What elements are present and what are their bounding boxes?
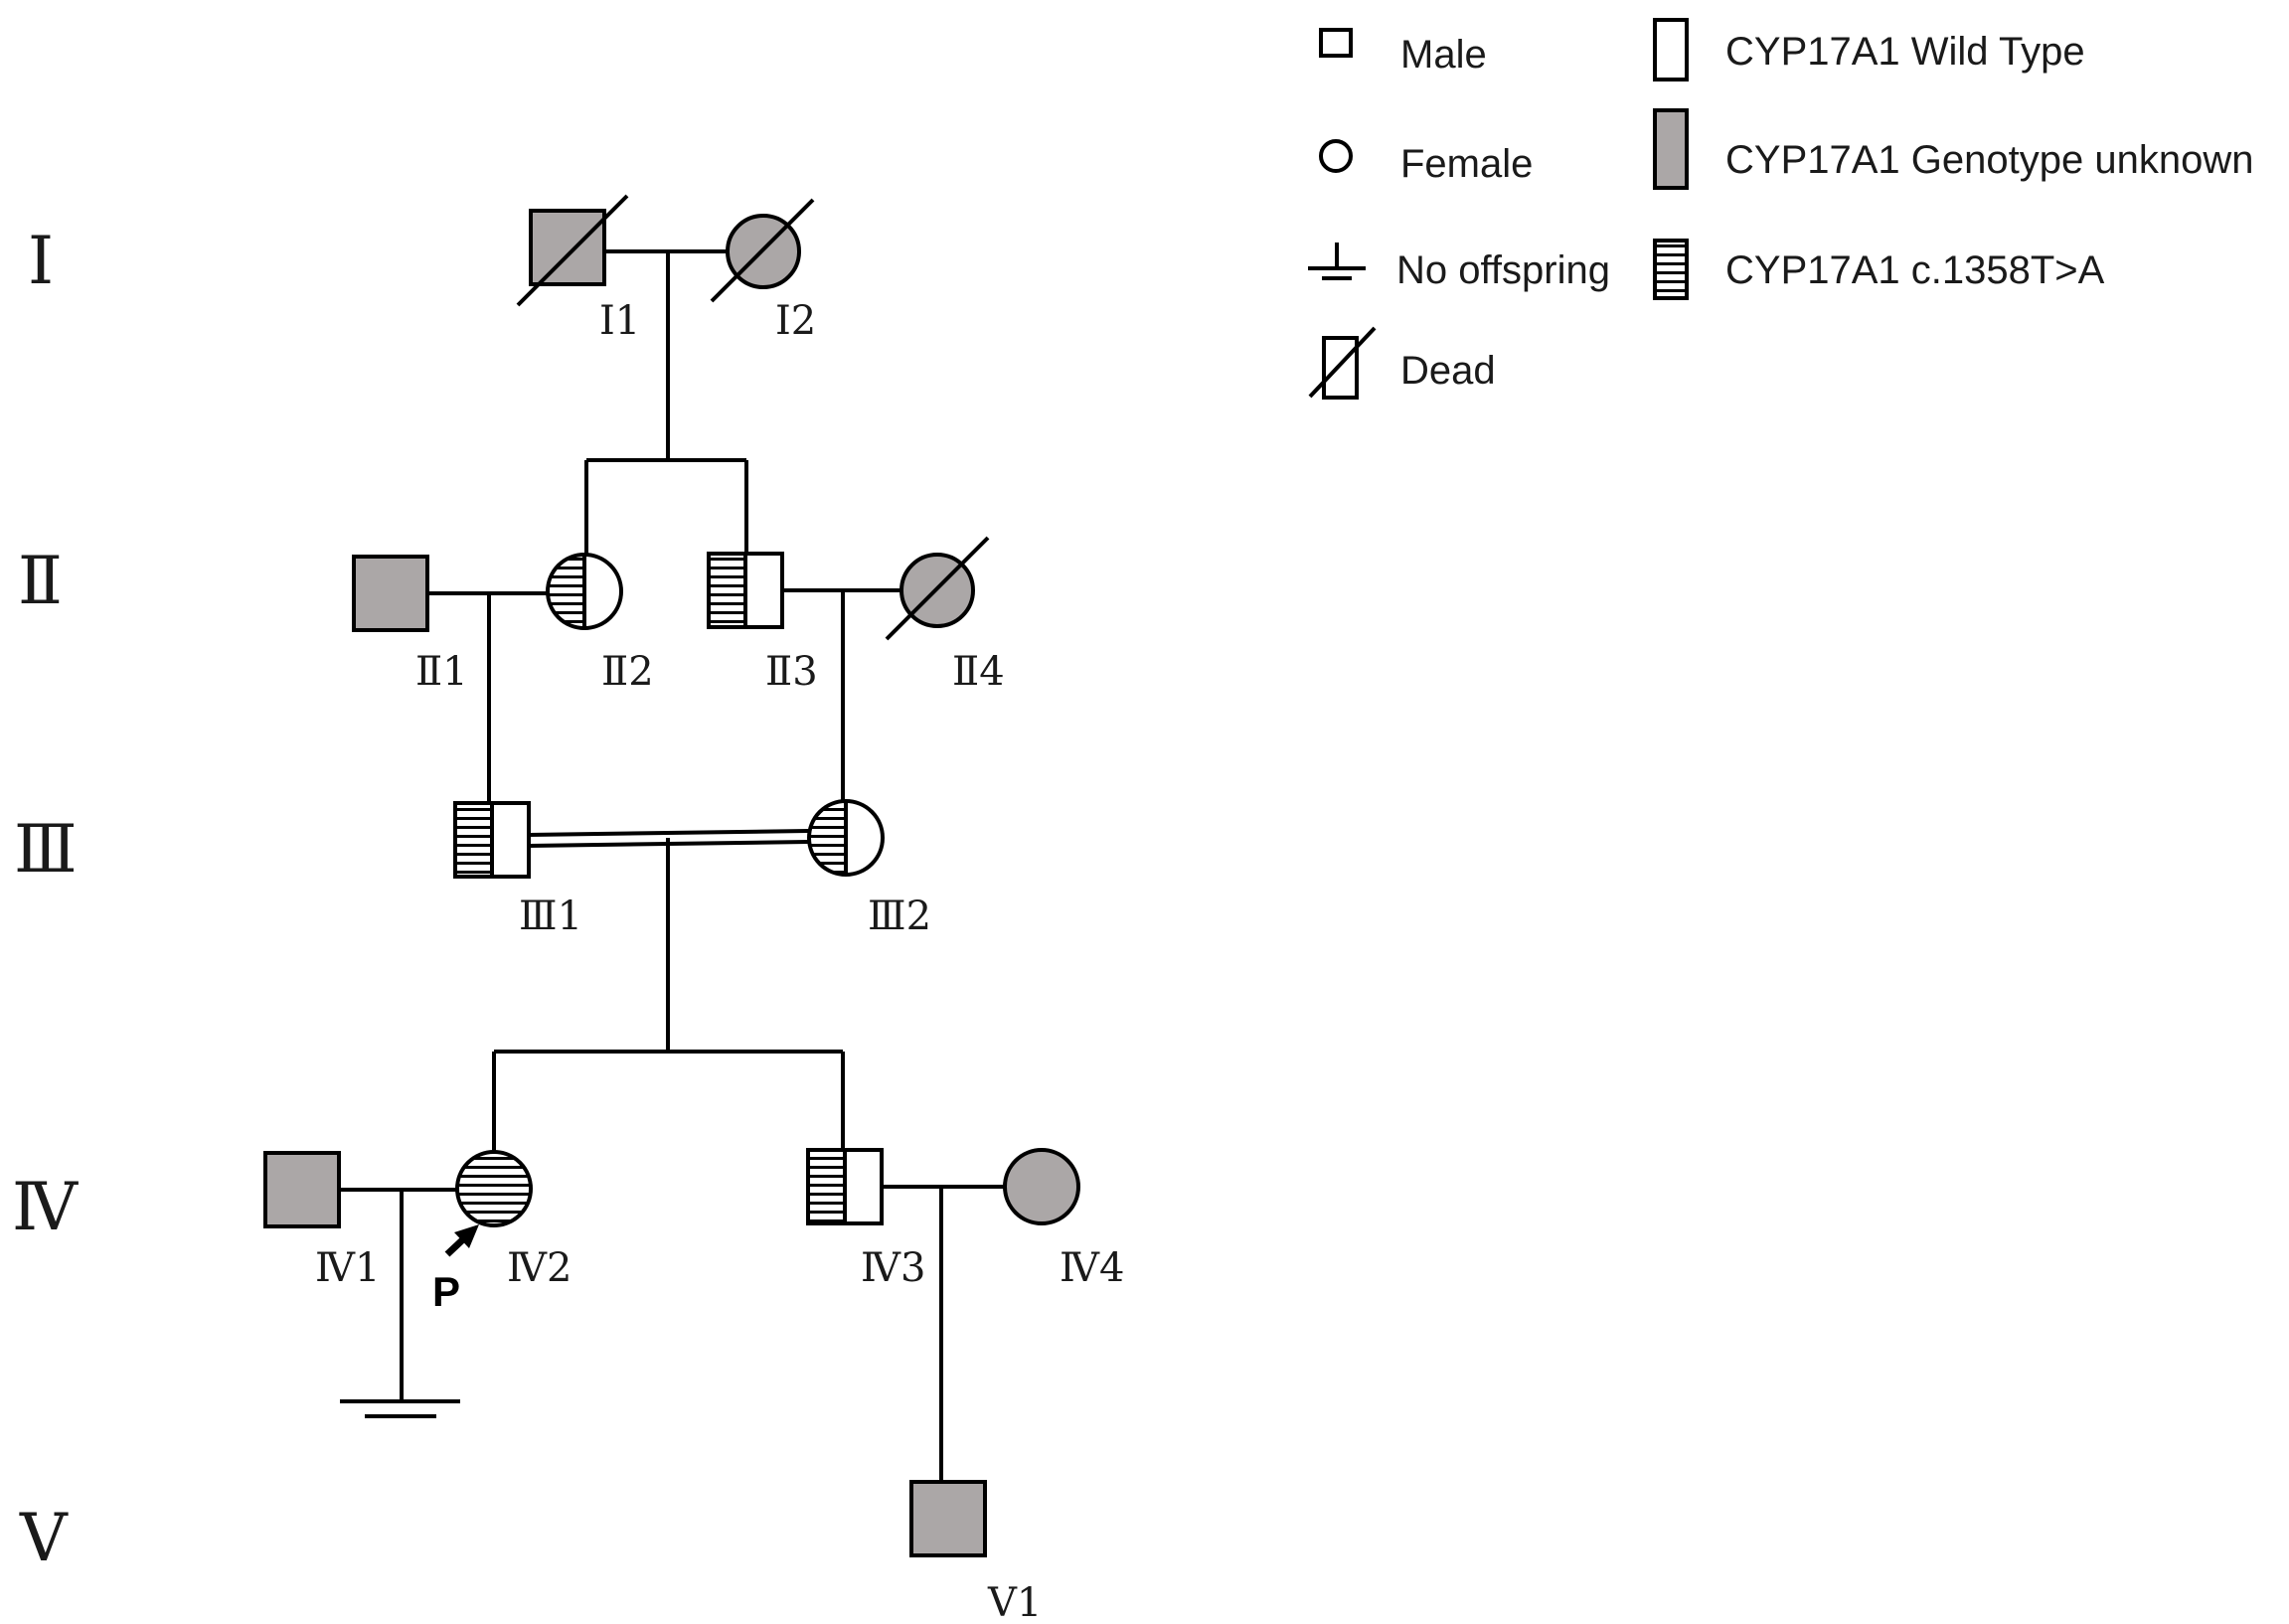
deceased-slash (885, 536, 990, 641)
legend: Male Female No offspring Dead CYP17A1 Wi… (1308, 18, 2253, 400)
outline (546, 553, 623, 630)
outline (806, 1148, 884, 1225)
deceased-slash (516, 194, 629, 307)
individual-iii2 (807, 799, 885, 877)
legend-item-dead: Dead (1308, 326, 1496, 400)
male-symbol (529, 209, 606, 286)
label-ii1: Ⅱ1 (415, 649, 468, 695)
individual-ii1 (352, 555, 429, 632)
generation-labels: Ⅰ Ⅱ Ⅲ Ⅳ Ⅴ (12, 223, 79, 1576)
label-i2: Ⅰ2 (775, 298, 816, 344)
outline (455, 1150, 533, 1227)
outline (453, 801, 531, 879)
legend-mutation-icon (1653, 239, 1689, 300)
label-iii2: Ⅲ2 (868, 893, 931, 939)
label-iv2: Ⅳ2 (507, 1245, 572, 1291)
legend-item-female: Female (1319, 139, 1533, 186)
legend-no-offspring-label: No offspring (1396, 248, 1610, 292)
label-ii3: Ⅱ3 (765, 649, 818, 695)
individual-i2 (710, 198, 815, 303)
legend-item-no-offspring: No offspring (1308, 243, 1610, 292)
individual-iv2 (455, 1150, 533, 1227)
label-iv4: Ⅳ4 (1060, 1245, 1124, 1291)
male-symbol (263, 1151, 341, 1228)
female-symbol (457, 1152, 531, 1225)
legend-dead-icon-slash (1308, 326, 1377, 399)
consanguineous-line-upper (528, 829, 810, 837)
individual-i1 (516, 194, 629, 307)
male-symbol (909, 1480, 987, 1557)
label-iv1: Ⅳ1 (315, 1245, 380, 1291)
label-iv3: Ⅳ3 (861, 1245, 925, 1291)
legend-item-male: Male (1319, 28, 1487, 77)
proband-arrow-head (454, 1224, 479, 1248)
outline (807, 799, 885, 877)
individual-iv4 (1003, 1148, 1080, 1225)
legend-female-icon (1319, 139, 1353, 173)
male-symbol (352, 555, 429, 632)
pedigree-lines (339, 249, 1005, 1482)
heterozygous-half (548, 555, 584, 628)
label-i1: Ⅰ1 (599, 298, 640, 344)
legend-male-label: Male (1400, 33, 1487, 77)
proband-label: P (432, 1268, 460, 1315)
individual-iii1 (453, 801, 531, 879)
legend-wild-type-icon (1653, 18, 1689, 81)
heterozygous-half (809, 801, 846, 875)
legend-item-mutation: CYP17A1 c.1358T>A (1653, 239, 2105, 300)
legend-dead-label: Dead (1400, 349, 1496, 393)
legend-male-icon (1319, 28, 1353, 58)
legend-mutation-label: CYP17A1 c.1358T>A (1725, 248, 2105, 292)
heterozygous-half (455, 803, 492, 877)
legend-female-label: Female (1400, 142, 1533, 186)
label-ii4: Ⅱ4 (952, 649, 1005, 695)
legend-wild-type-label: CYP17A1 Wild Type (1725, 30, 2085, 74)
legend-unknown-icon (1653, 108, 1689, 190)
legend-unknown-label: CYP17A1 Genotype unknown (1725, 138, 2253, 182)
label-ii2: Ⅱ2 (601, 649, 654, 695)
heterozygous-half (808, 1150, 845, 1223)
heterozygous-half (709, 554, 745, 627)
outline (707, 552, 784, 629)
generation-label-1: Ⅰ (28, 223, 54, 299)
female-symbol (1003, 1148, 1080, 1225)
individual-iv1 (263, 1151, 341, 1228)
individual-ii3 (707, 552, 784, 629)
individual-iv3 (806, 1148, 884, 1225)
legend-dead-icon (1322, 336, 1359, 400)
individual-v1 (909, 1480, 987, 1557)
proband-arrow (444, 1224, 479, 1257)
proband-arrow-shaft (444, 1236, 466, 1257)
individual-ii4 (885, 536, 990, 641)
generation-label-3: Ⅲ (14, 811, 78, 888)
generation-label-4: Ⅳ (12, 1169, 79, 1245)
individual-ii2 (546, 553, 623, 630)
label-iii1: Ⅲ1 (519, 893, 582, 939)
legend-item-wild-type: CYP17A1 Wild Type (1653, 18, 2085, 81)
generation-label-5: Ⅴ (19, 1500, 69, 1576)
deceased-slash (710, 198, 815, 303)
legend-item-unknown: CYP17A1 Genotype unknown (1653, 108, 2253, 190)
generation-label-2: Ⅱ (18, 543, 63, 619)
label-v1: Ⅴ1 (987, 1580, 1042, 1624)
